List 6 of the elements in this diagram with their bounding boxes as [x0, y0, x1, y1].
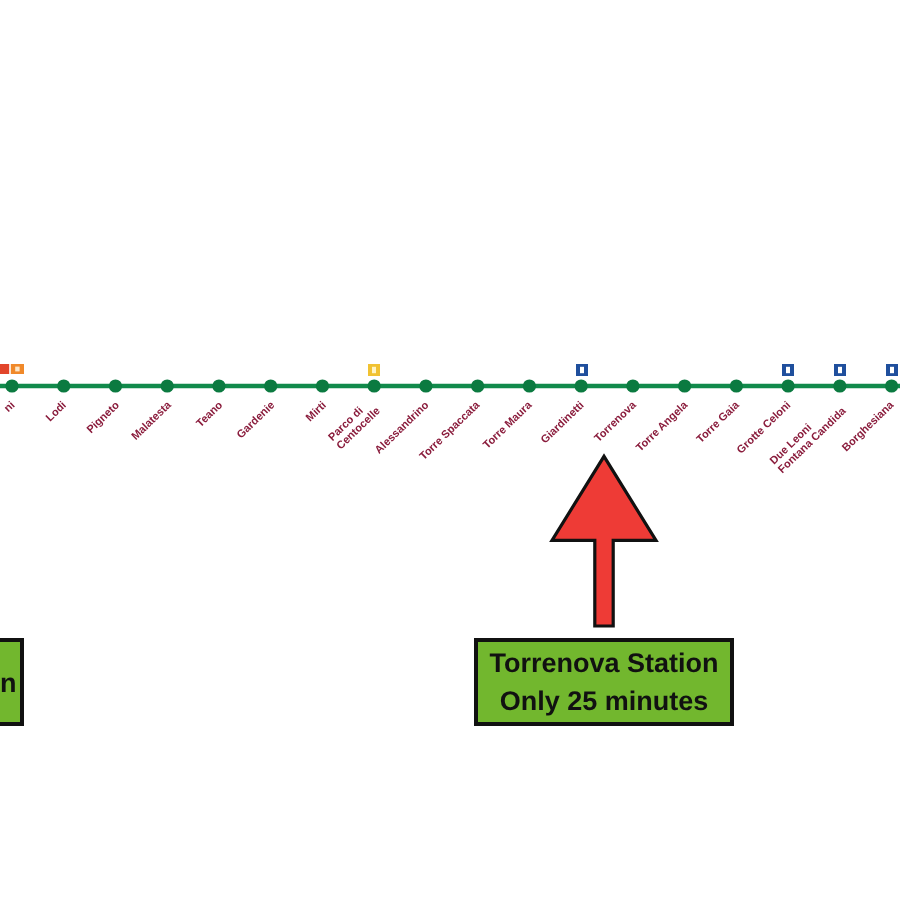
callout-box: [0, 638, 24, 726]
block-arrow: [549, 453, 659, 628]
callout-box: [474, 638, 734, 726]
callout-text: n: [0, 665, 17, 701]
callout-text: Torrenova Station: [489, 646, 719, 682]
callout-text: Only 25 minutes: [499, 684, 709, 720]
